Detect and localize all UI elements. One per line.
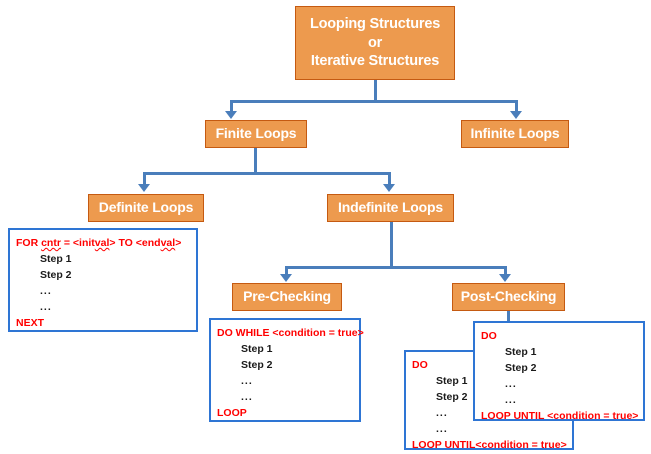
codebox-for-loop: FOR cntr = <initval> TO <endval> Step 1 … [8, 228, 198, 332]
code-line-ellipsis2: ... [16, 300, 191, 316]
connector-root-bar [230, 100, 518, 103]
code-line-footer: LOOP [217, 406, 354, 422]
code-line-ellipsis1: ... [412, 406, 567, 422]
connector-indefinite-stem [390, 222, 393, 269]
node-root-line3: Iterative Structures [310, 53, 440, 70]
for-range-part1: = <init [63, 237, 95, 249]
node-definite-loops[interactable]: Definite Loops [88, 194, 204, 222]
node-post-checking[interactable]: Post-Checking [452, 283, 565, 311]
codebox-do-until-back: DO Step 1 Step 2 ... ... LOOP UNTIL <con… [473, 321, 645, 422]
code-line-step2: Step 2 [217, 358, 354, 374]
code-line-step1: Step 1 [481, 345, 638, 361]
do-while-ellipsis2: ... [241, 390, 253, 403]
code-line-step2: Step 2 [481, 361, 638, 377]
connector-post-to-codebox [507, 311, 510, 323]
node-infinite-loops[interactable]: Infinite Loops [461, 120, 569, 148]
for-step1: Step 1 [40, 252, 72, 265]
node-finite-loops[interactable]: Finite Loops [205, 120, 307, 148]
code-line-step1: Step 1 [412, 374, 567, 390]
do-until-back-ellipsis2: ... [505, 393, 517, 406]
arrowhead-finite [225, 111, 237, 119]
connector-finite-stem [254, 148, 257, 174]
do-until-front-ellipsis2: ... [436, 422, 448, 435]
for-keyword: FOR [16, 237, 39, 249]
arrowhead-post-checking [499, 274, 511, 282]
codebox-do-while: DO WHILE <condition = true> Step 1 Step … [209, 318, 364, 422]
node-indefinite-label: Indefinite Loops [338, 199, 443, 216]
code-line-header: FOR cntr = <initval> TO <endval> [16, 236, 191, 252]
code-line-ellipsis2: ... [217, 390, 354, 406]
node-post-label: Post-Checking [460, 288, 557, 305]
do-until-back-step1: Step 1 [505, 345, 537, 358]
for-range-part2: > TO <end [109, 237, 161, 249]
code-line-header: DO [481, 329, 638, 345]
connector-finite-bar [143, 172, 391, 175]
do-while-step1: Step 1 [241, 342, 273, 355]
code-line-footer: LOOP UNTIL <condition = true> [481, 409, 638, 425]
node-infinite-label: Infinite Loops [470, 125, 560, 142]
for-range-close: > [175, 237, 182, 249]
do-while-ellipsis1: ... [241, 374, 253, 387]
node-pre-checking[interactable]: Pre-Checking [232, 283, 342, 311]
connector-indefinite-to-post [504, 266, 507, 275]
loop-keyword: LOOP [217, 406, 247, 419]
node-finite-label: Finite Loops [215, 125, 297, 142]
code-line-step1: Step 1 [16, 252, 191, 268]
code-line-step2: Step 2 [412, 390, 567, 406]
do-keyword-back: DO [481, 330, 497, 342]
connector-root-to-infinite [515, 100, 518, 112]
for-counter-var: cntr [41, 237, 61, 249]
next-keyword: NEXT [16, 316, 45, 329]
do-while-step2: Step 2 [241, 358, 273, 371]
code-line-ellipsis2: ... [481, 393, 638, 409]
code-line-footer: NEXT [16, 316, 191, 332]
code-line-step1: Step 1 [217, 342, 354, 358]
code-line-header: DO WHILE <condition = true> [217, 326, 364, 342]
arrowhead-pre-checking [280, 274, 292, 282]
node-looping-structures[interactable]: Looping Structures or Iterative Structur… [295, 6, 455, 80]
code-line-ellipsis1: ... [217, 374, 354, 390]
connector-root-stem [374, 80, 377, 102]
for-init-val: val [94, 237, 110, 249]
node-definite-label: Definite Loops [98, 199, 194, 216]
node-pre-label: Pre-Checking [243, 288, 331, 305]
code-line-ellipsis1: ... [16, 284, 191, 300]
arrowhead-infinite [510, 111, 522, 119]
node-indefinite-loops[interactable]: Indefinite Loops [327, 194, 454, 222]
do-until-front-step1: Step 1 [436, 374, 468, 387]
do-keyword-front: DO [412, 359, 428, 371]
for-ellipsis1: ... [40, 284, 52, 297]
do-until-front-step2: Step 2 [436, 390, 468, 403]
loop-until-back: LOOP UNTIL <condition = true> [481, 409, 639, 422]
do-while-header: DO WHILE <condition = true> [217, 327, 364, 339]
code-line-header: DO [412, 358, 567, 374]
do-until-back-ellipsis1: ... [505, 377, 517, 390]
node-root-line2: or [367, 34, 383, 51]
code-line-ellipsis2: ... [412, 422, 567, 438]
connector-finite-to-definite [143, 172, 146, 184]
connector-finite-to-indefinite [388, 172, 391, 184]
do-until-front-ellipsis1: ... [436, 406, 448, 419]
connector-indefinite-to-pre [285, 266, 288, 275]
code-line-step2: Step 2 [16, 268, 191, 284]
code-line-ellipsis1: ... [481, 377, 638, 393]
loop-until-front: LOOP UNTIL<condition = true> [412, 438, 567, 451]
arrowhead-indefinite [383, 184, 395, 192]
node-root-line1: Looping Structures [309, 16, 441, 33]
do-until-back-step2: Step 2 [505, 361, 537, 374]
connector-root-to-finite [230, 100, 233, 112]
for-step2: Step 2 [40, 268, 72, 281]
connector-indefinite-bar [285, 266, 507, 269]
for-end-val: val [160, 237, 176, 249]
arrowhead-definite [138, 184, 150, 192]
for-ellipsis2: ... [40, 300, 52, 313]
code-line-footer: LOOP UNTIL<condition = true> [412, 438, 567, 454]
